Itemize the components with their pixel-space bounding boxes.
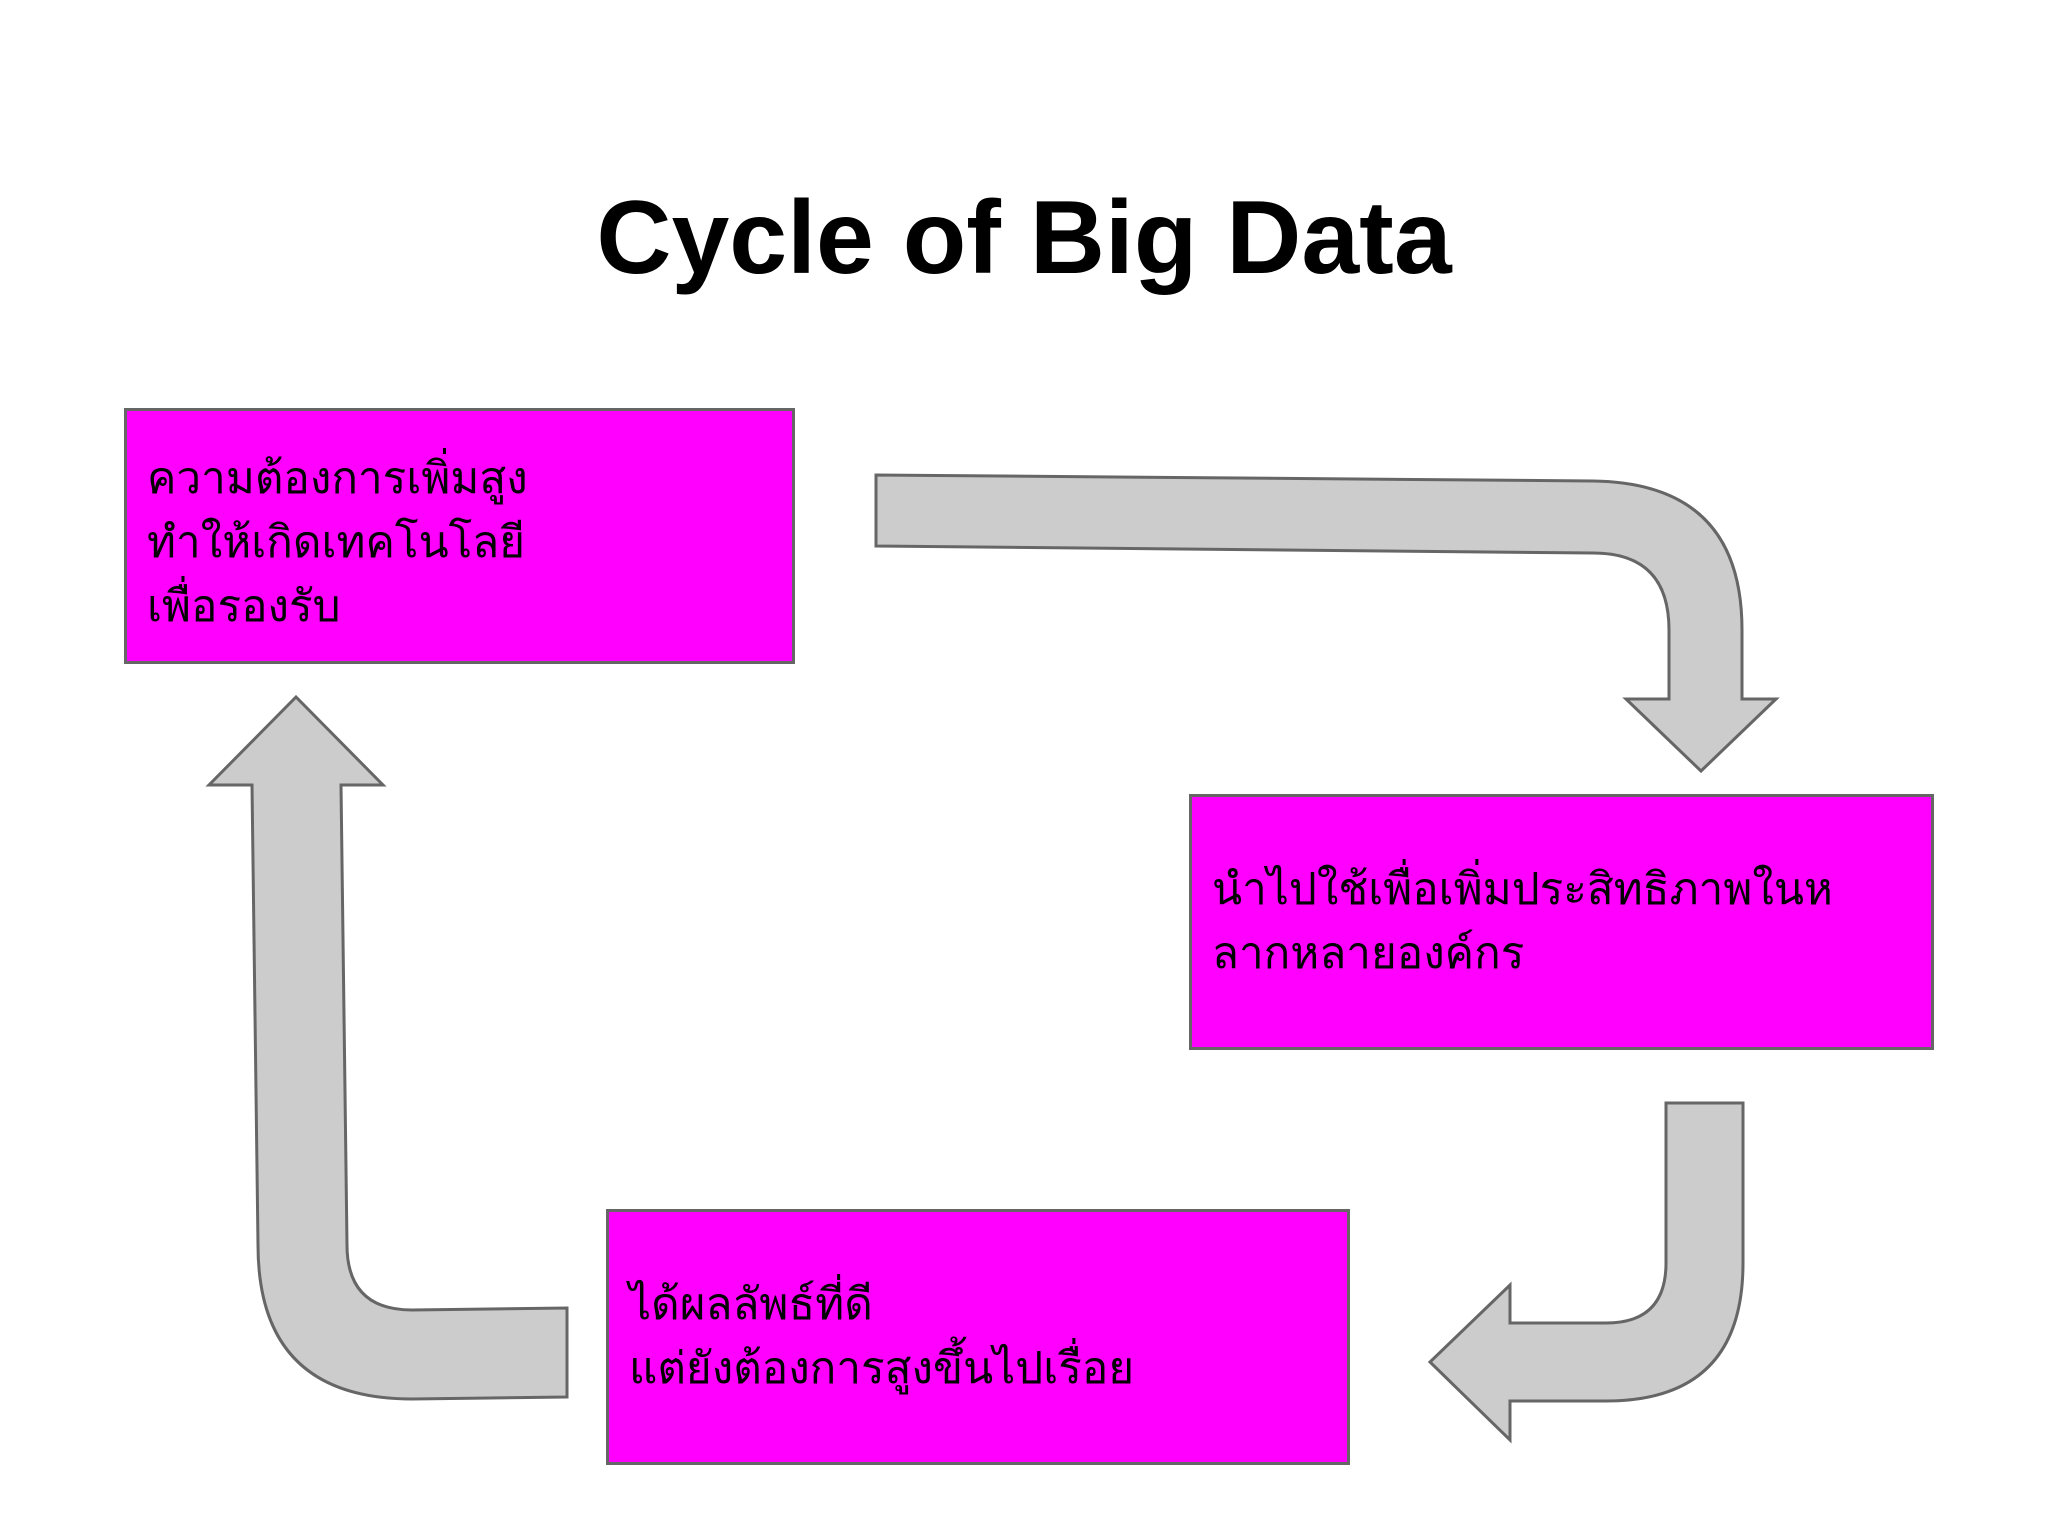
box-good-results: ได้ผลลัพธ์ที่ดี แต่ยังต้องการสูงขึ้นไปเร… <box>606 1209 1350 1465</box>
box-demand-rising: ความต้องการเพิ่มสูง ทำให้เกิดเทคโนโลยี เ… <box>124 408 795 664</box>
box-line: ทำให้เกิดเทคโนโลยี <box>147 517 526 568</box>
box-line: ได้ผลลัพธ์ที่ดี <box>629 1279 873 1330</box>
box-line: นำไปใช้เพื่อเพิ่มประสิทธิภาพในห <box>1212 864 1833 915</box>
arrow-to-top-left-box <box>205 694 569 1401</box>
box-apply-efficiency: นำไปใช้เพื่อเพิ่มประสิทธิภาพในห ลากหลายอ… <box>1189 794 1934 1050</box>
box-line: ความต้องการเพิ่มสูง <box>147 453 528 504</box>
arrow-to-bottom-box <box>1427 1101 1745 1444</box>
box-demand-rising-text: ความต้องการเพิ่มสูง ทำให้เกิดเทคโนโลยี เ… <box>147 447 528 639</box>
box-line: เพื่อรองรับ <box>147 581 341 632</box>
box-line: แต่ยังต้องการสูงขึ้นไปเรื่อย <box>629 1343 1135 1394</box>
arrow-to-right-box <box>874 473 1780 774</box>
box-good-results-text: ได้ผลลัพธ์ที่ดี แต่ยังต้องการสูงขึ้นไปเร… <box>629 1273 1134 1401</box>
box-line: ลากหลายองค์กร <box>1212 928 1525 979</box>
slide-title: Cycle of Big Data <box>596 180 1452 296</box>
box-apply-efficiency-text: นำไปใช้เพื่อเพิ่มประสิทธิภาพในห ลากหลายอ… <box>1212 858 1833 986</box>
